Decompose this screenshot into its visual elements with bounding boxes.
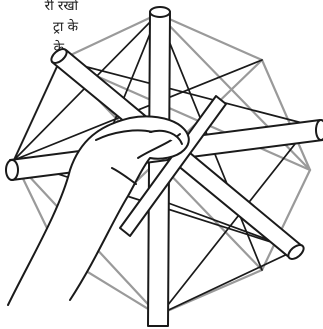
page: री रखो ट्रा के के (0, 0, 323, 329)
straw-frame-hand-icon (0, 0, 323, 329)
